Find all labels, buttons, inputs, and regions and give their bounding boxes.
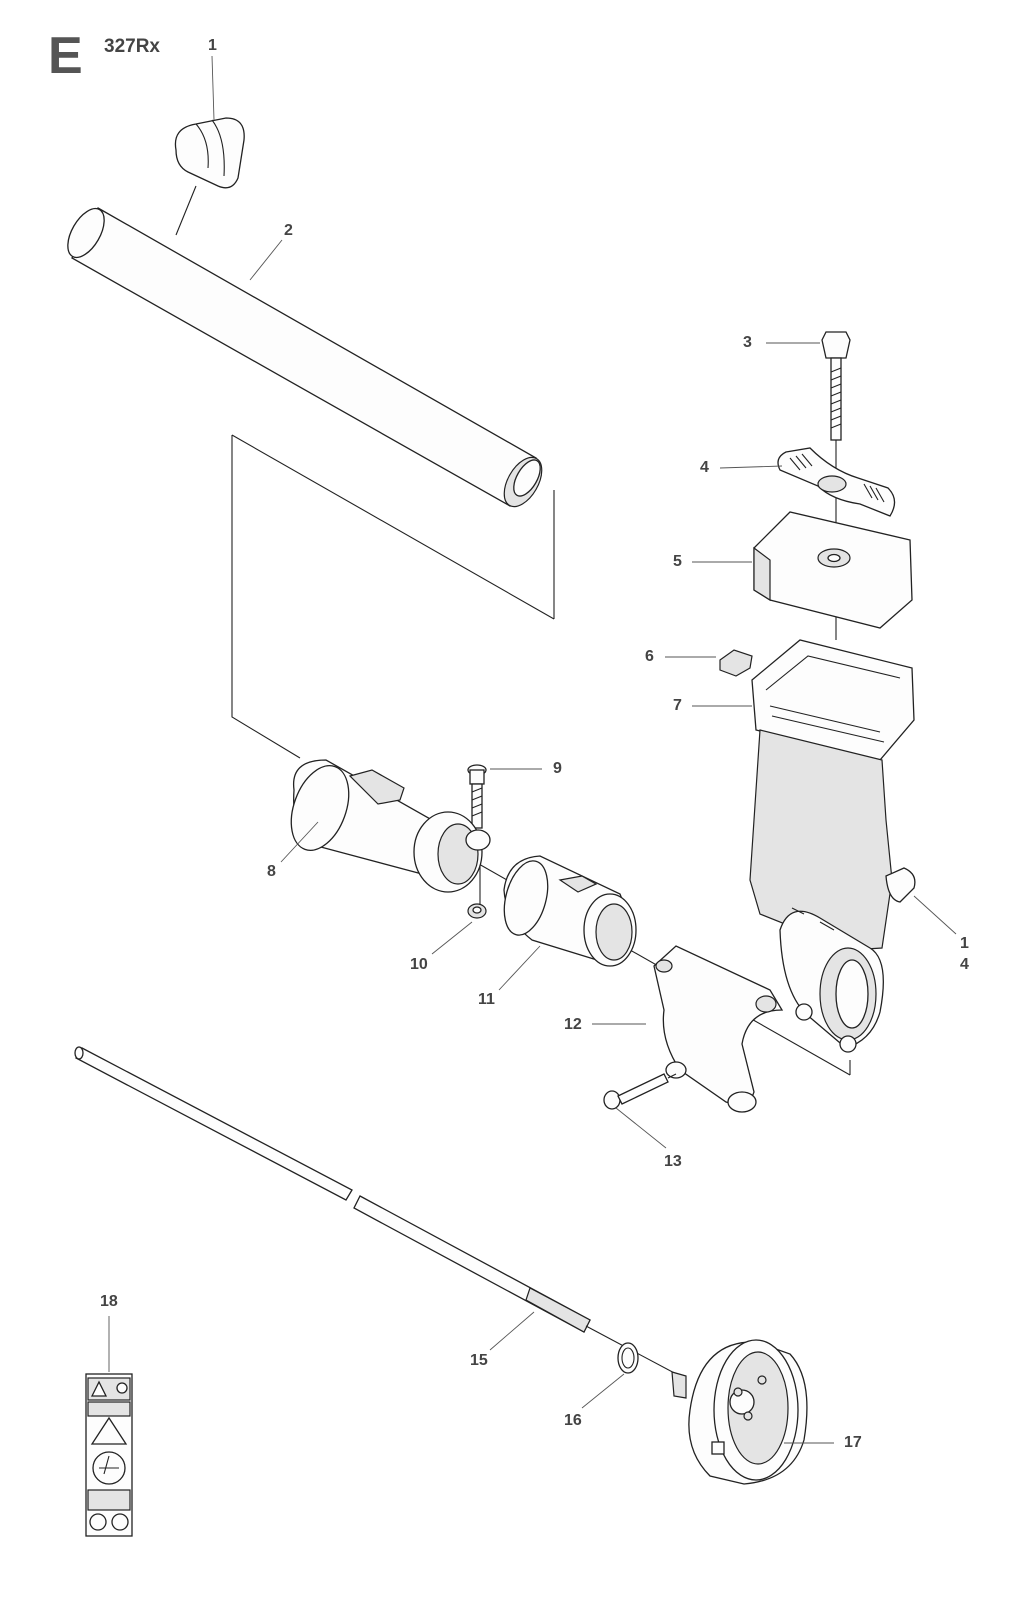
callout-2: 2 (284, 222, 293, 239)
callout-4-right: 4 (960, 956, 969, 973)
callout-9: 9 (553, 760, 562, 777)
callout-3: 3 (743, 334, 752, 351)
part-10-nut (467, 903, 487, 919)
part-13-screw (603, 1073, 677, 1110)
part-18-decal (85, 1373, 133, 1537)
part-5-handle-cover (753, 511, 913, 629)
part-16-circlip (617, 1342, 639, 1374)
model-name: 327Rx (104, 36, 160, 57)
callout-16: 16 (564, 1412, 582, 1429)
callout-1: 1 (208, 37, 217, 54)
callout-15: 15 (470, 1352, 488, 1369)
callout-6: 6 (645, 648, 654, 665)
part-17-clutch-drum (671, 1339, 808, 1485)
part-2-tube (67, 207, 543, 508)
callout-5: 5 (673, 553, 682, 570)
part-1-clip (174, 117, 245, 236)
part-8-clamp-coupling (290, 759, 491, 893)
part-9-screw (467, 764, 487, 829)
callout-7: 7 (673, 697, 682, 714)
part-6-square-nut (719, 649, 753, 677)
part-15-drive-shaft (74, 1046, 681, 1377)
callout-4: 4 (700, 459, 709, 476)
callout-1-right: 1 (960, 935, 969, 952)
callout-10: 10 (410, 956, 428, 973)
callout-11: 11 (478, 991, 495, 1008)
part-7-handle (749, 639, 915, 1053)
leader-lines (108, 55, 957, 1444)
part-4-wing-nut (777, 447, 896, 517)
callout-12: 12 (564, 1016, 582, 1033)
section-letter: E (48, 27, 83, 85)
callout-13: 13 (664, 1153, 682, 1170)
callout-8: 8 (267, 863, 276, 880)
part-12-lower-clamp (653, 945, 784, 1113)
part-11-sleeve (503, 855, 637, 967)
callout-17: 17 (844, 1434, 862, 1451)
callout-18: 18 (100, 1293, 118, 1310)
part-1-clip-right (885, 867, 916, 903)
assembly-guide-lines (231, 434, 851, 1076)
